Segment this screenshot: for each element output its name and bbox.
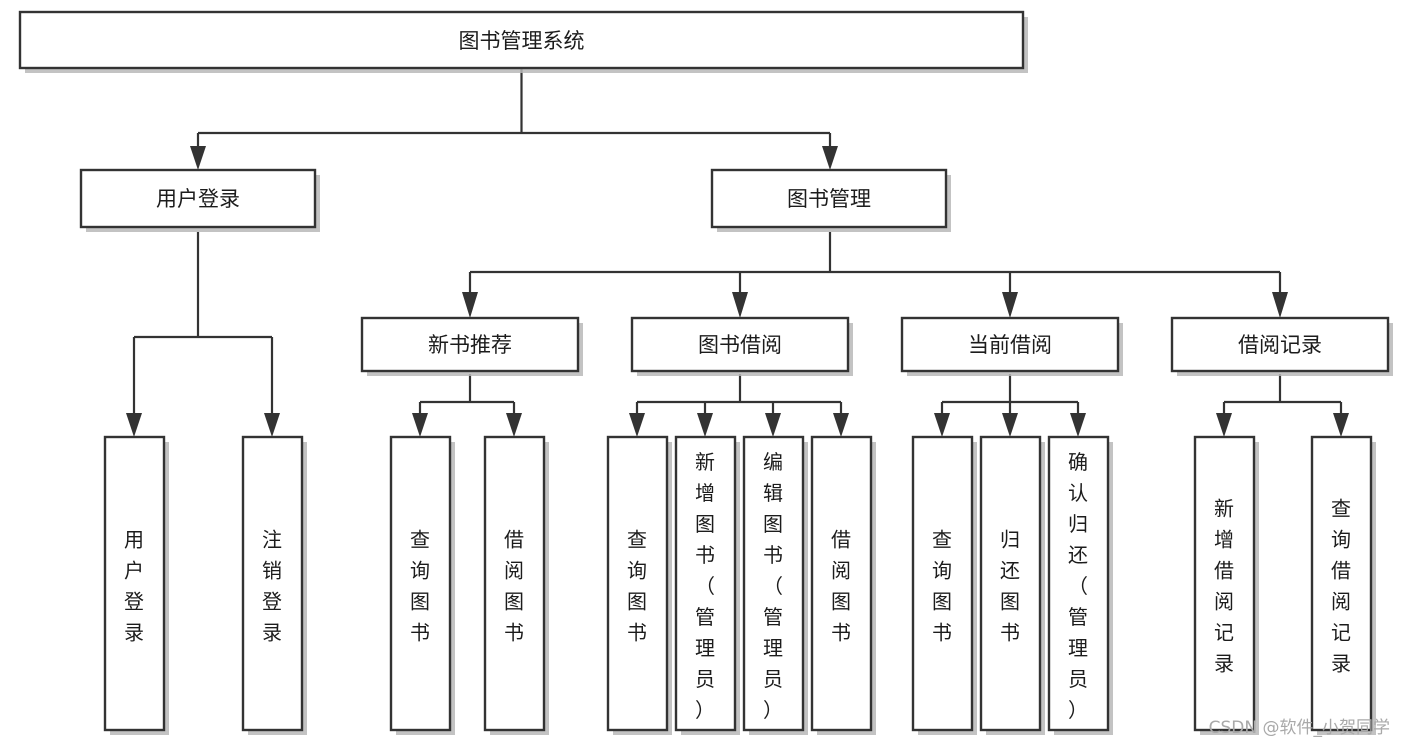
node-current-borrow[interactable]: 当前借阅 xyxy=(900,316,1123,376)
node-leaf-add-borrow-record-box[interactable] xyxy=(1193,435,1256,732)
node-leaf-logout-login-label: 注销登录 xyxy=(262,527,282,644)
node-leaf-edit-book-label: 编辑图书（管理员） xyxy=(763,450,783,722)
node-borrow-record-label: 借阅记录 xyxy=(1238,333,1322,357)
node-leaf-borrow-book-2-label: 借阅图书 xyxy=(831,527,851,644)
connector-book-management-to-level2-bus xyxy=(468,232,1282,295)
node-leaf-user-login-label: 用户登录 xyxy=(124,527,144,644)
node-leaf-query-book-1-label: 查询图书 xyxy=(410,527,430,644)
node-leaf-logout-login-box[interactable] xyxy=(241,435,304,732)
node-leaf-confirm-return-label: 确认归还（管理员） xyxy=(1068,450,1088,722)
node-leaf-query-book-2-label: 查询图书 xyxy=(627,527,647,644)
arrowhead-to-leaf-borrow-book-2 xyxy=(833,413,849,437)
node-leaf-edit-book-box[interactable] xyxy=(742,435,805,732)
connector-new-book-recommend-to-leaves xyxy=(418,374,516,422)
node-leaf-borrow-book-2[interactable]: 借阅图书 xyxy=(810,435,876,735)
node-leaf-logout-login[interactable]: 注销登录 xyxy=(241,435,307,735)
node-leaf-add-book-box[interactable] xyxy=(674,435,737,732)
node-leaf-borrow-book-1-box[interactable] xyxy=(483,435,546,732)
connector-layer xyxy=(126,68,1349,437)
node-leaf-confirm-return[interactable]: 确认归还（管理员） xyxy=(1047,435,1113,735)
arrowhead-to-leaf-query-book-1 xyxy=(412,413,428,437)
node-leaf-confirm-return-box[interactable] xyxy=(1047,435,1110,732)
arrowhead-to-book-management xyxy=(822,146,838,170)
arrowhead-to-current-borrow xyxy=(1002,292,1018,318)
node-leaf-query-book-1-box[interactable] xyxy=(389,435,452,732)
node-borrow-record-box[interactable] xyxy=(1170,316,1390,373)
arrowhead-to-leaf-user-login xyxy=(126,413,142,437)
node-root[interactable]: 图书管理系统 xyxy=(18,10,1028,73)
connector-user-login-to-leaf-bus xyxy=(132,232,274,422)
node-user-login[interactable]: 用户登录 xyxy=(79,168,320,232)
node-leaf-query-book-2[interactable]: 查询图书 xyxy=(606,435,672,735)
connector-borrow-record-to-leaves xyxy=(1222,374,1343,422)
node-current-borrow-label: 当前借阅 xyxy=(968,333,1052,357)
arrowhead-to-leaf-borrow-book-1 xyxy=(506,413,522,437)
node-leaf-query-book-1[interactable]: 查询图书 xyxy=(389,435,455,735)
node-user-login-label: 用户登录 xyxy=(156,187,240,211)
connector-book-borrow-to-leaves xyxy=(635,374,843,422)
arrowhead-to-new-book-recommend xyxy=(462,292,478,318)
node-leaf-add-borrow-record-label: 新增借阅记录 xyxy=(1214,496,1234,675)
node-leaf-borrow-book-2-box[interactable] xyxy=(810,435,873,732)
node-borrow-record[interactable]: 借阅记录 xyxy=(1170,316,1393,376)
node-leaf-query-borrow-record[interactable]: 查询借阅记录 xyxy=(1310,435,1376,735)
node-leaf-return-book-box[interactable] xyxy=(979,435,1042,732)
node-root-box[interactable] xyxy=(18,10,1025,70)
connector-root-to-level1-bus xyxy=(196,68,832,155)
node-leaf-edit-book[interactable]: 编辑图书（管理员） xyxy=(742,435,808,735)
node-leaf-user-login[interactable]: 用户登录 xyxy=(103,435,169,735)
arrowhead-to-leaf-return-book xyxy=(1002,413,1018,437)
node-leaf-borrow-book-1[interactable]: 借阅图书 xyxy=(483,435,549,735)
arrowhead-to-borrow-record xyxy=(1272,292,1288,318)
node-root-label: 图书管理系统 xyxy=(459,29,585,53)
node-new-book-recommend[interactable]: 新书推荐 xyxy=(360,316,583,376)
node-leaf-add-borrow-record[interactable]: 新增借阅记录 xyxy=(1193,435,1259,735)
arrowhead-to-book-borrow xyxy=(732,292,748,318)
node-new-book-recommend-box[interactable] xyxy=(360,316,580,373)
node-book-borrow-box[interactable] xyxy=(630,316,850,373)
node-leaf-return-book-label: 归还图书 xyxy=(1000,527,1020,644)
csdn-watermark: CSDN @软件_小贺同学 xyxy=(1209,718,1390,738)
node-leaf-add-book[interactable]: 新增图书（管理员） xyxy=(674,435,740,735)
arrowhead-to-leaf-query-borrow-record xyxy=(1333,413,1349,437)
node-leaf-query-book-2-box[interactable] xyxy=(606,435,669,732)
arrowhead-to-leaf-add-book xyxy=(697,413,713,437)
node-leaf-query-book-3-box[interactable] xyxy=(911,435,974,732)
node-book-management-box[interactable] xyxy=(710,168,948,229)
arrowhead-to-leaf-edit-book xyxy=(765,413,781,437)
arrowhead-to-leaf-query-book-3 xyxy=(934,413,950,437)
node-current-borrow-box[interactable] xyxy=(900,316,1120,373)
node-leaf-query-book-3-label: 查询图书 xyxy=(932,527,952,644)
leaf-layer: 用户登录 注销登录 查询图书 借阅图书 查询图书 xyxy=(103,435,1376,735)
node-leaf-query-borrow-record-box[interactable] xyxy=(1310,435,1373,732)
node-book-borrow[interactable]: 图书借阅 xyxy=(630,316,853,376)
arrowhead-to-leaf-query-book-2 xyxy=(629,413,645,437)
node-leaf-query-book-3[interactable]: 查询图书 xyxy=(911,435,977,735)
arrowhead-to-leaf-add-borrow-record xyxy=(1216,413,1232,437)
node-book-management[interactable]: 图书管理 xyxy=(710,168,951,232)
connector-current-borrow-to-leaves xyxy=(940,374,1080,422)
node-new-book-recommend-label: 新书推荐 xyxy=(428,333,512,357)
arrowhead-to-leaf-logout-login xyxy=(264,413,280,437)
node-book-management-label: 图书管理 xyxy=(787,187,871,211)
node-leaf-query-borrow-record-label: 查询借阅记录 xyxy=(1331,496,1351,675)
node-book-borrow-label: 图书借阅 xyxy=(698,333,782,357)
node-user-login-box[interactable] xyxy=(79,168,317,229)
node-leaf-borrow-book-1-label: 借阅图书 xyxy=(504,527,524,644)
node-leaf-return-book[interactable]: 归还图书 xyxy=(979,435,1045,735)
node-leaf-add-book-label: 新增图书（管理员） xyxy=(695,450,715,722)
arrowhead-to-leaf-confirm-return xyxy=(1070,413,1086,437)
node-leaf-user-login-box[interactable] xyxy=(103,435,166,732)
arrowhead-to-user-login xyxy=(190,146,206,170)
